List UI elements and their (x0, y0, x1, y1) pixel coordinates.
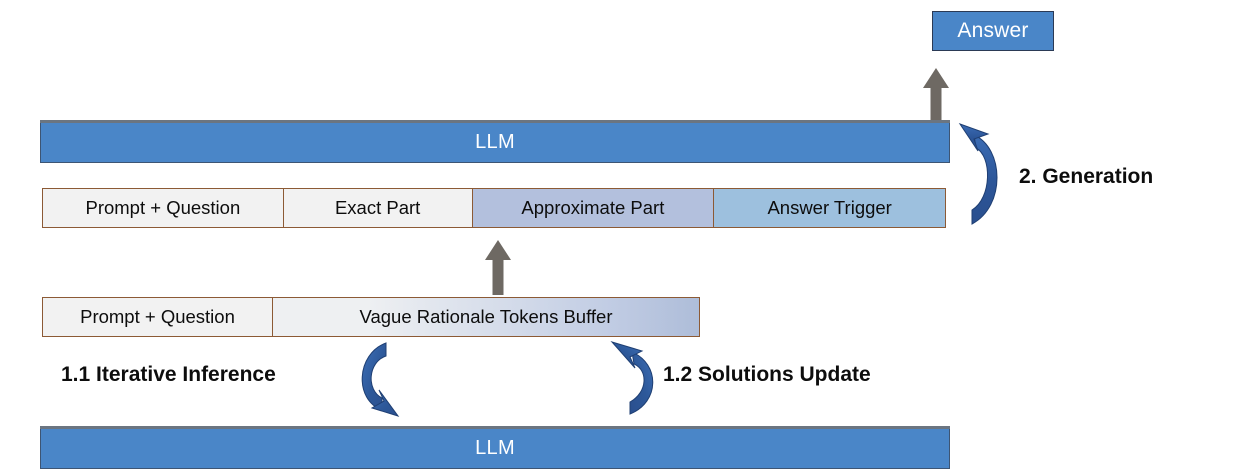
cell-prompt-question-2: Prompt + Question (42, 297, 273, 337)
arrow-head (485, 240, 511, 260)
generation-token-row: Prompt + Question Exact Part Approximate… (42, 188, 947, 228)
llm-bottom-label: LLM (475, 437, 515, 459)
arrow-head (923, 68, 949, 88)
answer-up-arrow-icon (923, 68, 949, 120)
cell-label: Approximate Part (521, 197, 665, 218)
cell-label: Exact Part (334, 197, 421, 218)
cell-exact-part: Exact Part (282, 188, 473, 228)
answer-box: Answer (932, 11, 1054, 51)
cell-label: Prompt + Question (85, 197, 241, 218)
cell-label: Prompt + Question (80, 306, 235, 327)
cell-answer-trigger: Answer Trigger (713, 188, 947, 228)
buffer-up-arrow-icon (484, 240, 512, 295)
cell-label: Answer Trigger (767, 197, 892, 218)
cell-vague-rationale-buffer: Vague Rationale Tokens Buffer (272, 297, 700, 337)
cell-approximate-part: Approximate Part (471, 188, 715, 228)
caption-iterative-inference: 1.1 Iterative Inference (61, 363, 276, 386)
caption-generation: 2. Generation (1019, 165, 1154, 188)
iterative-inference-loop-arrow-icon (348, 338, 418, 420)
answer-label: Answer (957, 19, 1029, 42)
llm-bar-top: LLM (40, 120, 950, 163)
cell-prompt-question-1: Prompt + Question (42, 188, 284, 228)
caption-solutions-update: 1.2 Solutions Update (663, 363, 871, 386)
buffer-token-row: Prompt + Question Vague Rationale Tokens… (42, 297, 700, 337)
generation-loop-arrow-icon (952, 118, 1022, 236)
arrow-shaft (492, 259, 504, 295)
cell-label: Vague Rationale Tokens Buffer (359, 306, 613, 327)
arrow-shaft (930, 86, 942, 120)
solutions-update-loop-arrow-icon (604, 338, 674, 420)
llm-bar-bottom: LLM (40, 426, 950, 469)
llm-top-label: LLM (475, 131, 515, 153)
